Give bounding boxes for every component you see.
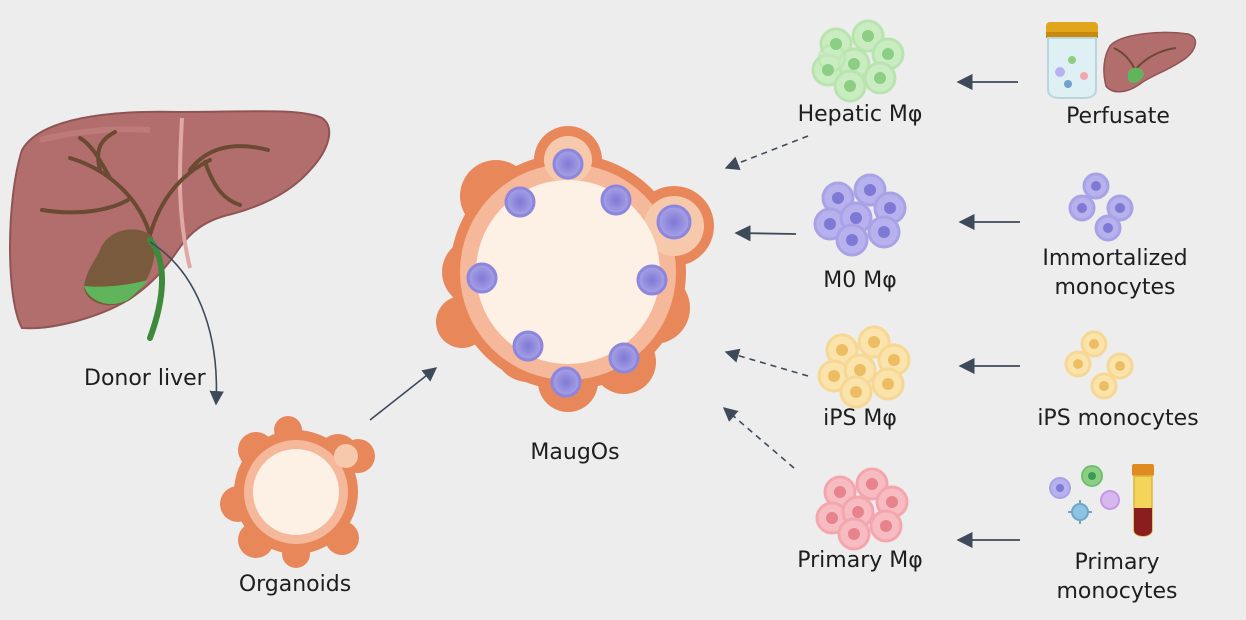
- primary-monocytes-line-1: Primary: [1074, 550, 1160, 575]
- ips-macrophage-label: iPS Mφ: [823, 406, 897, 431]
- maugos-label: MaugOs: [530, 440, 620, 465]
- primary-monocytes-line-2: monocytes: [1056, 579, 1178, 604]
- primary-monocytes-label: Primary monocytes: [1056, 548, 1177, 606]
- arrow-liver-to-organoids: [149, 241, 224, 406]
- perfusate-liver-illustration: [1103, 31, 1197, 93]
- immortalized-monocytes-label: Immortalized monocytes: [1042, 244, 1187, 302]
- ips-macrophage-cluster: [817, 325, 911, 409]
- arrow-m0-to-maugos: [734, 225, 797, 242]
- primary-macrophage-label: Primary Mφ: [797, 548, 923, 573]
- immortalized-line-1: Immortalized: [1042, 246, 1188, 271]
- donor-liver-illustration: [9, 110, 331, 341]
- primary-macrophage-cluster: [815, 467, 909, 551]
- immortalized-line-2: monocytes: [1054, 275, 1176, 300]
- perfusate-label: Perfusate: [1066, 104, 1170, 129]
- donor-liver-label: Donor liver: [84, 366, 206, 391]
- primary-monocytes-illustration: [1049, 465, 1120, 524]
- m0-macrophage-label: M0 Mφ: [823, 268, 897, 293]
- arrow-organoids-to-maugos: [369, 367, 438, 421]
- m0-macrophage-cluster: [813, 173, 907, 257]
- perfusate-tube-illustration: [1046, 22, 1098, 99]
- arrow-ips-to-maugos: [724, 348, 809, 377]
- maugos-illustration: [436, 126, 714, 412]
- organoids-label: Organoids: [238, 572, 352, 597]
- hepatic-macrophage-cluster: [811, 19, 905, 103]
- ips-monocytes-label: iPS monocytes: [1037, 406, 1199, 431]
- organoid-illustration: [220, 416, 375, 568]
- blood-tube-illustration: [1132, 464, 1154, 537]
- hepatic-macrophage-label: Hepatic Mφ: [797, 102, 923, 127]
- arrow-hepatic-to-maugos: [724, 135, 809, 170]
- arrow-primary-to-maugos: [722, 407, 795, 469]
